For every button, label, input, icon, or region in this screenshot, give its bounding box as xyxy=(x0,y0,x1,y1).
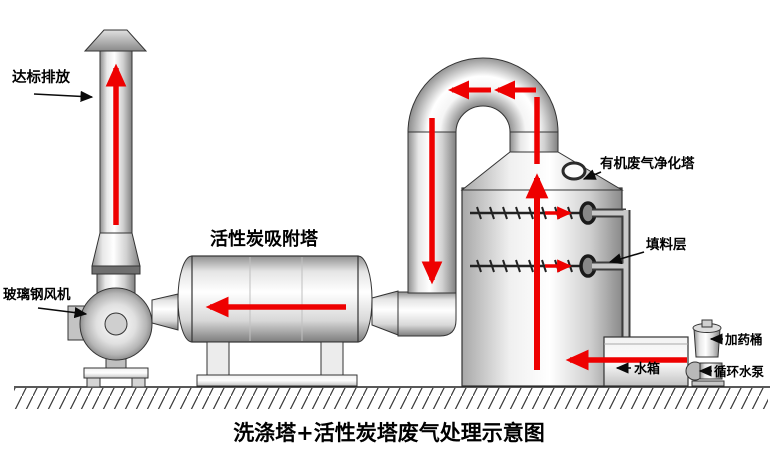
label-circulating-pump: 循环水泵 xyxy=(698,364,765,379)
label-purify-tower: 有机废气净化塔 xyxy=(582,155,695,180)
label-packing-layer: 填料层 xyxy=(608,236,687,265)
pump-base xyxy=(691,380,725,387)
frp-fan xyxy=(67,265,179,388)
tank-leg-left xyxy=(206,341,230,376)
tank-skid xyxy=(196,374,358,387)
fan-foot-right xyxy=(131,377,146,388)
stack-rain-cap xyxy=(83,29,148,52)
ground xyxy=(14,386,770,409)
emission-leader-arrow xyxy=(33,90,94,102)
dosing-barrel-label: 加药桶 xyxy=(724,332,763,347)
labels: 达标排放 玻璃钢风机 活性炭吸附塔 有机废气净化塔 填料层 水箱 加药桶 循环水… xyxy=(3,68,765,379)
ground-hatching xyxy=(14,388,768,409)
emission-label: 达标排放 xyxy=(12,68,70,86)
duct-bottom-elbow xyxy=(397,291,457,337)
flow-arrows xyxy=(105,63,687,371)
purify-tower-label: 有机废气净化塔 xyxy=(600,155,695,172)
packing-layer-label: 填料层 xyxy=(646,236,687,253)
fan-hub xyxy=(104,312,128,336)
packing-layer-leader-arrow xyxy=(608,251,645,265)
fan-base xyxy=(83,367,149,379)
fan-inlet-cone xyxy=(151,293,179,331)
tower-shell xyxy=(461,187,623,387)
label-water-tank: 水箱 xyxy=(615,361,660,377)
water-tank-label: 水箱 xyxy=(634,361,660,377)
barrel-cap xyxy=(701,319,713,328)
duct-top-bend xyxy=(407,57,559,133)
purify-tower-leader-arrow xyxy=(582,169,602,180)
tank-shell xyxy=(191,255,359,343)
label-fan: 玻璃钢风机 xyxy=(3,286,88,319)
carbon-adsorption-tower xyxy=(177,255,399,387)
purification-tower xyxy=(460,151,624,387)
tank-outlet-cone xyxy=(371,290,399,336)
label-dosing-barrel: 加药桶 xyxy=(709,332,763,347)
diagram-title: 洗涤塔+活性炭塔废气处理示意图 xyxy=(233,421,545,445)
tank-leg-right xyxy=(320,341,344,376)
barrel-body xyxy=(693,328,721,358)
fan-leader-arrow xyxy=(37,307,88,319)
fan-label: 玻璃钢风机 xyxy=(3,286,71,303)
carbon-tower-label: 活性炭吸附塔 xyxy=(210,228,319,250)
fan-flex-connector xyxy=(91,265,141,275)
tower-top-cone xyxy=(460,151,624,191)
circulating-pump-label: 循环水泵 xyxy=(714,364,765,379)
tower-manhole xyxy=(561,161,587,181)
fan-foot-left xyxy=(86,377,101,388)
recirculation-pipe xyxy=(592,208,631,346)
stack-transition xyxy=(91,232,141,267)
label-emission: 达标排放 xyxy=(12,68,94,102)
pipe-highlight xyxy=(592,210,629,346)
